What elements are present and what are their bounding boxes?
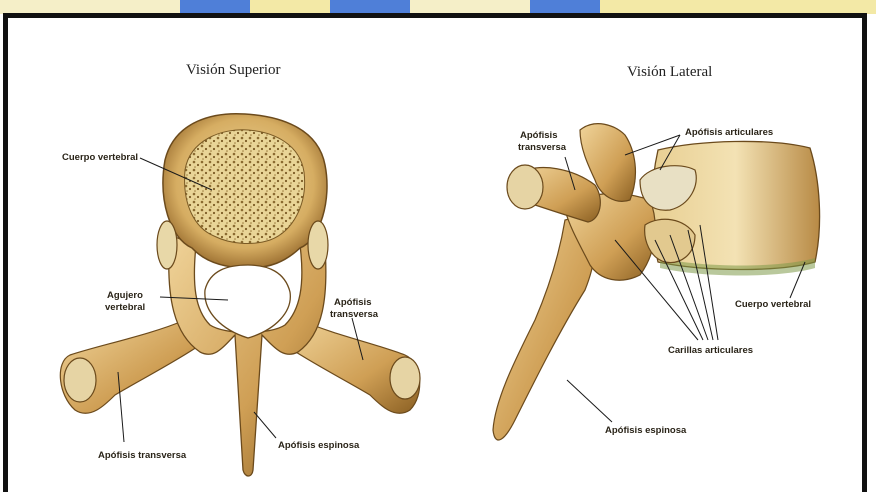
label-carillas-articulares: Carillas articulares [668,345,753,356]
label-agujero-line1: Agujero [107,290,143,301]
title-superior-view: Visión Superior [186,62,281,79]
label-apofisis-espinosa-superior: Apófisis espinosa [278,440,359,451]
label-apofisis-articulares: Apófisis articulares [685,127,773,138]
title-lateral-view: Visión Lateral [627,64,712,81]
label-apofisis-espinosa-lateral: Apófisis espinosa [605,425,686,436]
label-apofisis-transversa-right-line1: Apófisis [334,297,371,308]
label-apofisis-transversa-left: Apófisis transversa [98,450,186,461]
label-agujero-line2: vertebral [105,302,145,313]
label-apofisis-transversa-lateral-line1: Apófisis [520,130,557,141]
label-apofisis-transversa-lateral-line2: transversa [518,142,566,153]
lateral-vertebra [493,124,820,440]
label-cuerpo-vertebral-lateral: Cuerpo vertebral [735,299,811,310]
label-apofisis-transversa-right-line2: transversa [330,309,378,320]
label-cuerpo-vertebral-superior: Cuerpo vertebral [62,152,138,163]
